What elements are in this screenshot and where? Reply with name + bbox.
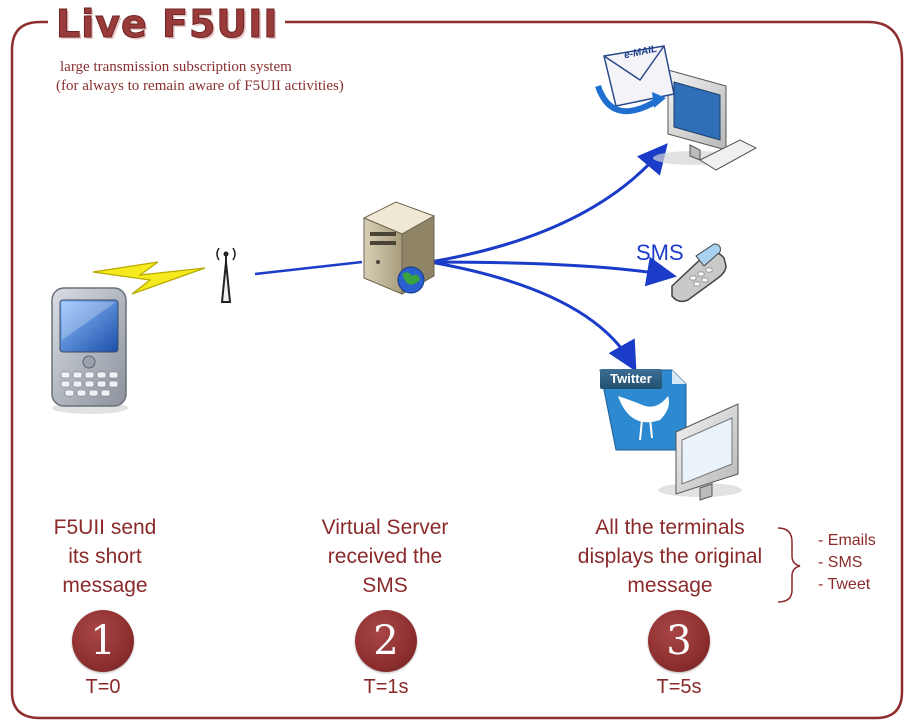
mobile-phone-icon (671, 243, 727, 303)
server-icon (362, 201, 436, 295)
arrow-to-sms (429, 256, 677, 287)
step-2-line: SMS (362, 574, 408, 597)
subtitle-line-1: large transmission subscription system (60, 59, 292, 75)
step-1-line: its short (68, 545, 142, 568)
diagram-frame (10, 20, 904, 720)
step-3-badge: 3 (648, 610, 710, 672)
step-2-line: Virtual Server (321, 516, 449, 539)
subtitle-line-2: (for always to remain aware of F5UII act… (56, 78, 344, 94)
step-1-line: message (62, 574, 148, 597)
output-item-tweet: - Tweet (818, 576, 871, 593)
outputs-brace (777, 527, 801, 603)
output-item-emails: - Emails (818, 532, 876, 549)
globe-icon (397, 266, 425, 294)
link-line (254, 260, 363, 276)
twitter-computer-icon (599, 369, 742, 501)
output-item-sms: - SMS (818, 554, 863, 571)
smartphone-icon (51, 287, 128, 414)
sms-label: SMS (636, 240, 684, 265)
step-3-line: message (627, 574, 713, 597)
step-3-description: All the terminals displays the original … (560, 513, 780, 600)
email-computer-icon (595, 45, 758, 171)
diagram-subtitle: large transmission subscription system (… (56, 58, 344, 96)
lightning-icon (92, 261, 206, 295)
step-1-time: T=0 (85, 676, 121, 698)
outputs-list: - Emails - SMS - Tweet (818, 530, 876, 596)
step-2-time: T=1s (363, 676, 409, 698)
step-2-badge: 2 (355, 610, 417, 672)
arrow-to-twitter (429, 260, 637, 372)
step-1-line: F5UII send (53, 516, 157, 539)
antenna-icon (216, 247, 236, 303)
step-2-description: Virtual Server received the SMS (300, 513, 470, 600)
arrow-to-email (429, 143, 668, 264)
step-1-description: F5UII send its short message (30, 513, 180, 600)
step-3-line: All the terminals (595, 516, 745, 539)
step-2-line: received the (327, 545, 443, 568)
diagram-title: Live F5UII (50, 2, 285, 47)
step-1-badge: 1 (72, 610, 134, 672)
step-3-time: T=5s (656, 676, 702, 698)
step-3-line: displays the original (577, 545, 763, 568)
twitter-label: Twitter (600, 369, 662, 389)
